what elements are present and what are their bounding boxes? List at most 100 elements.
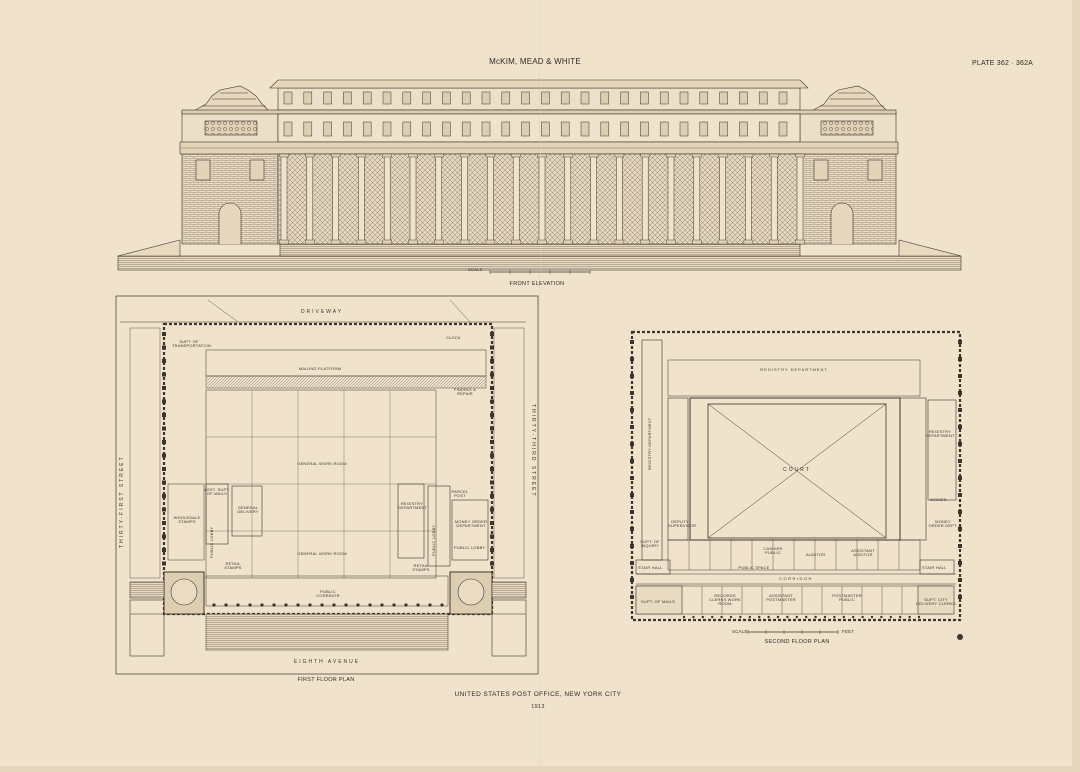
plan-pier (958, 544, 962, 548)
room-general-work-1: GENERAL WORK ROOM (297, 461, 347, 466)
elevation-caption: FRONT ELEVATION (509, 281, 565, 287)
upper-window (501, 121, 511, 137)
plan-pier (958, 510, 962, 514)
plan-pier (630, 408, 634, 412)
plan-column (786, 615, 789, 619)
upper-window (560, 121, 570, 137)
upper-window (521, 121, 530, 137)
room-registry-right: REGISTRY DEPARTMENT (925, 429, 955, 438)
attic-window (422, 91, 431, 105)
upper-window (402, 121, 412, 137)
plan-pier (630, 493, 634, 497)
column-base (511, 239, 521, 245)
room-wholesale-stamps: WHOLESALE STAMPS (173, 515, 201, 524)
plan-column (917, 615, 921, 619)
plan-pier (958, 527, 962, 531)
plan-pier (162, 399, 166, 404)
attic-window (402, 91, 412, 105)
room-money-order: MONEY ORDER DEPARTMENT (454, 519, 488, 528)
column-base (692, 239, 702, 245)
column-base (588, 239, 599, 245)
room-registry-left: REGISTRY DEPARTMENT (647, 417, 652, 470)
plan-column (814, 615, 817, 619)
plan-pier (162, 494, 166, 498)
room-auditor: AUDITOR (806, 552, 826, 557)
room-records-clerks: RECORDS CLERKS WORK ROOM (709, 593, 741, 606)
room-retail-stamps-left: RETAIL STAMPS (224, 561, 242, 570)
attic-window (758, 91, 768, 105)
building-title: UNITED STATES POST OFFICE, NEW YORK CITY (454, 691, 622, 698)
plan-column (805, 615, 808, 619)
colonnade-column (409, 155, 417, 243)
column-base (769, 239, 779, 245)
plan-column (823, 615, 827, 619)
plan-column (344, 603, 348, 607)
colonnade-column (770, 155, 778, 243)
attic-window (303, 91, 313, 105)
colonnade-column (616, 155, 623, 243)
plan-pier (490, 453, 494, 458)
room-general-delivery: GENERAL DELIVERY (237, 505, 259, 514)
plan-pier (162, 345, 166, 350)
column-capital (485, 153, 496, 158)
plan-pier (958, 374, 962, 378)
column-base (743, 239, 754, 245)
attic-window (640, 91, 649, 105)
upper-window (382, 121, 392, 137)
plate-number: PLATE 362 · 362A (972, 60, 1034, 67)
plan-pier (630, 476, 634, 480)
plan-column (368, 603, 372, 607)
room-stair-hall-left: STAIR HALL (638, 565, 663, 570)
room-general-work-2: GENERAL WORK ROOM (297, 551, 347, 556)
colonnade-column (435, 155, 443, 243)
room-court: COURT (783, 467, 811, 473)
column-base (330, 239, 341, 245)
plan-pier (490, 507, 494, 512)
plan-column (842, 615, 845, 619)
second-floor-scale-label: SCALE (732, 629, 748, 634)
plan-column (440, 603, 444, 607)
room-supt-mails: SUPT. OF MAILS (641, 599, 675, 604)
plan-column (380, 603, 384, 607)
room-finding-repair: FINDING & REPAIR (453, 387, 477, 396)
room-assistant-postmaster: ASSISTANT POSTMASTER (766, 593, 796, 602)
column-base (614, 239, 625, 245)
second-floor-caption: SECOND FLOOR PLAN (764, 639, 830, 645)
column-capital (279, 153, 289, 158)
plan-column (248, 603, 252, 607)
attic-window (362, 91, 372, 105)
plan-column (416, 603, 420, 607)
colonnade-column (332, 155, 339, 243)
plan-pier (490, 345, 494, 350)
upper-window (303, 121, 313, 137)
plan-pier (490, 359, 494, 363)
plan-pier (490, 372, 494, 377)
upper-window (699, 121, 709, 137)
room-parcel-post: PARCEL POST (451, 489, 469, 498)
second-floor-feet-label: FEET (842, 629, 855, 634)
attic-window (580, 91, 590, 105)
plan-column (224, 603, 228, 607)
room-postmaster-public: POSTMASTER PUBLIC (832, 593, 862, 602)
plan-pier (490, 426, 494, 431)
attic-window (442, 91, 451, 105)
column-capital (459, 153, 470, 158)
room-asst-supt-mails: ASST. SUPT. OF MAILS (204, 487, 230, 496)
plan-pier (958, 493, 962, 497)
room-women: WOMEN (930, 497, 947, 502)
plan-pier (162, 521, 166, 525)
plan-pier (630, 357, 634, 361)
plan-column (701, 615, 704, 619)
plan-pier (958, 408, 962, 412)
attic-window (521, 91, 530, 105)
plan-pier (490, 494, 494, 498)
attic-window (699, 91, 709, 105)
plan-pier (958, 357, 962, 361)
plan-pier (630, 561, 634, 565)
plan-column (880, 615, 883, 619)
room-public-corridor: PUBLIC CORRIDOR (316, 589, 340, 598)
room-cashier-public: CASHIER PUBLIC (763, 546, 783, 555)
plan-pier (162, 440, 166, 444)
first-floor-caption: FIRST FLOOR PLAN (297, 677, 355, 683)
